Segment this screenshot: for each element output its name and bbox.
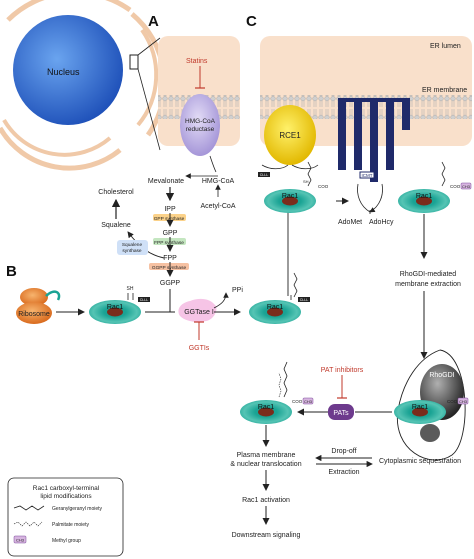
rac1-unmodified — [89, 293, 141, 324]
rac1-prenylated — [249, 272, 301, 324]
caax-b2: CLLL — [300, 298, 309, 302]
rac1-gdi — [394, 400, 446, 442]
rac1-gdi-label: Rac1 — [412, 404, 428, 411]
legend-ch3: CH3 — [16, 538, 25, 543]
ch3-palm: CH3 — [304, 399, 313, 404]
pat-inhibitors-label: PAT inhibitors — [321, 367, 364, 374]
fpp-label: FPP — [163, 255, 177, 262]
cooch3-gdi: COO — [447, 399, 458, 404]
rac1-palm-label: Rac1 — [258, 404, 274, 411]
legend-gg: Geranylgeranyl moiety — [52, 506, 103, 512]
ggtase-1 — [178, 298, 217, 322]
ribosome-label: Ribosome — [18, 311, 50, 318]
ggpp-label: GGPP — [160, 280, 181, 287]
icmt — [338, 98, 410, 182]
cooch3-palm: COO — [292, 399, 303, 404]
adomet-label: AdoMet — [338, 219, 362, 226]
rac1-palmitoylated — [240, 361, 292, 424]
squalene-synthase-label-2: synthase — [122, 248, 142, 254]
sh-c1: SH — [303, 179, 309, 184]
mevalonate-label: Mevalonate — [148, 178, 184, 185]
legend-title-2: lipid modifications — [40, 493, 92, 500]
rce1 — [264, 105, 316, 165]
nucleus — [13, 15, 123, 125]
rac1-c2 — [398, 161, 450, 213]
legend: Rac1 carboxyl-terminal lipid modificatio… — [7, 477, 124, 557]
rhogdi-text-1: RhoGDI-mediated — [400, 271, 457, 278]
gpp-label: GPP — [163, 230, 178, 237]
pats-label: PATs — [333, 410, 349, 417]
ggpp-synthase-label: GGPP synthase — [152, 265, 187, 271]
rac1-c1 — [264, 161, 316, 213]
nucleus-illustration — [0, 0, 167, 171]
rhogdi-text-2: membrane extraction — [395, 281, 461, 288]
hmgcoa-reductase-label-1: HMG-CoA — [185, 118, 216, 125]
fpp-synthase-label: FPP synthase — [154, 240, 184, 246]
squalene-label: Squalene — [101, 222, 131, 229]
adohcy-label: AdoHcy — [369, 219, 394, 226]
ch3-gdi: CH3 — [459, 399, 468, 404]
er-lumen-label: ER lumen — [430, 43, 461, 50]
legend-palm: Palmitate moiety — [52, 522, 89, 528]
nuclear-translocation-label: & nuclear translocation — [230, 461, 301, 468]
rhogdi-label: RhoGDI — [429, 372, 454, 379]
cytoplasmic-sequestration-label: Cytoplasmic sequestration — [379, 458, 461, 465]
icmt-label: ICMT — [362, 173, 373, 178]
ggtase-label: GGTase I — [184, 309, 214, 316]
downstream-signaling-label: Downstream signaling — [232, 532, 301, 539]
coo-c1: COO — [318, 184, 329, 189]
legend-title-1: Rac1 carboxyl-terminal — [33, 485, 100, 492]
legend-methyl: Methyl group — [52, 538, 81, 544]
pats — [328, 404, 354, 420]
sh-b1: SH — [127, 286, 134, 292]
panel-c-label: C — [246, 13, 257, 30]
ggtis-label: GGTIs — [189, 345, 210, 352]
panel-a-label: A — [148, 13, 159, 30]
cooch3-c2: COO — [450, 184, 461, 189]
squalene-synthase-label-1: Squalene — [122, 242, 143, 248]
hmgcoa-label: HMG-CoA — [202, 178, 235, 185]
zoom-box — [129, 54, 139, 70]
dropoff-label: Drop-off — [331, 448, 356, 455]
ipp-label: IPP — [164, 206, 176, 213]
extraction-label: Extraction — [328, 469, 359, 476]
hmgcoa-reductase-label-2: reductase — [186, 126, 215, 133]
rac1-b2: Rac1 — [267, 304, 283, 311]
rac1-c2-label: Rac1 — [416, 193, 432, 200]
cholesterol-label: Cholesterol — [98, 189, 134, 196]
rac1-activation-label: Rac1 activation — [242, 497, 290, 504]
legend-methyl-icon — [13, 535, 27, 544]
statins-label: Statins — [186, 58, 208, 65]
acetylcoa-label: Acetyl-CoA — [200, 203, 235, 210]
rac1-b1: Rac1 — [107, 304, 123, 311]
rce1-label: RCE1 — [279, 131, 301, 140]
legend-gg-icon — [13, 505, 45, 511]
caax-c1: CLLL — [260, 173, 269, 177]
legend-palm-icon — [13, 521, 43, 527]
plasma-membrane-label: Plasma membrane — [237, 452, 296, 459]
ch3-c2: CH3 — [462, 184, 471, 189]
hmg-coa-reductase — [180, 94, 220, 156]
caax-b1: CLLL — [140, 298, 149, 302]
gpp-synthase-label: GPP synthase — [154, 216, 185, 222]
rac1-c1-label: Rac1 — [282, 193, 298, 200]
panel-b-label: B — [6, 263, 17, 280]
er-membrane-label: ER membrane — [422, 87, 467, 94]
ppi-label: PPi — [232, 287, 243, 294]
nucleus-label: Nucleus — [47, 67, 80, 77]
ribosome — [16, 288, 61, 324]
